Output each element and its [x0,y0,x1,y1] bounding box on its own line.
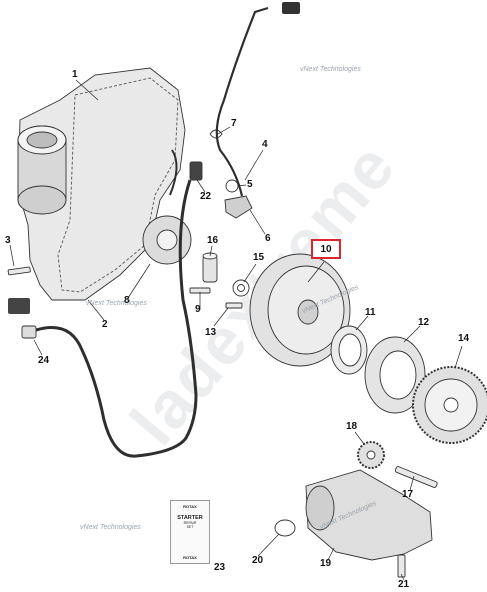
callout-22: 22 [200,191,212,202]
connector-top [282,2,300,14]
callout-9: 9 [195,304,201,315]
card-brand-bottom: ROTAX [183,555,197,560]
spacer-16 [202,255,218,283]
starter-repair-set-card: ROTAX STARTER REPAIR SET ROTAX [170,500,210,564]
bolt-21 [397,554,406,578]
card-brand: ROTAX [183,504,197,509]
washer-15-hole [237,284,245,292]
watermark-4: vNext Technologies [80,524,141,531]
sensor-22 [189,161,203,181]
callout-15: 15 [253,252,265,263]
callout-7: 7 [231,118,237,129]
sensor-6 [224,195,253,219]
callout-14: 14 [458,333,470,344]
bolt-3 [7,266,31,276]
bolt-13 [225,302,243,309]
idler-gear-18-hub [366,450,376,460]
callout-5: 5 [247,179,253,190]
hose-clamp-24 [21,325,37,339]
o-ring-5 [225,179,239,193]
callout-4: 4 [262,139,268,150]
callout-12: 12 [418,317,430,328]
o-ring-20 [274,519,296,537]
card-line-1: REPAIR [183,521,197,525]
gasket-outline [57,77,179,293]
callout-24: 24 [38,355,50,366]
callout-13: 13 [205,327,217,338]
callout-3: 3 [5,235,11,246]
flywheel-10-hub [297,299,319,325]
stator-center [156,229,178,251]
shaft-17 [394,466,438,488]
watermark-2: vNext Technologies [86,300,147,307]
callout-6: 6 [265,233,271,244]
ring-gear-14-hub [443,397,459,413]
callout-20: 20 [252,555,264,566]
callout-11: 11 [365,307,376,318]
starter-motor-19 [305,469,433,561]
callout-10-highlighted[interactable]: 10 [311,239,341,259]
wiring-harness [215,6,269,197]
breather-hose-24 [35,179,198,458]
callout-2: 2 [102,319,108,330]
callout-1: 1 [72,69,78,80]
card-line-2: SET [186,525,194,529]
cylinder-bore-1-bottom [17,185,67,215]
bearing-11-bore [338,333,362,367]
callout-19: 19 [320,558,332,569]
callout-17: 17 [402,489,414,500]
card-title: STARTER [177,515,203,521]
connector-2 [8,298,30,314]
cylinder-bore-inner [26,131,58,149]
callout-16: 16 [207,235,219,246]
callout-23: 23 [214,562,226,573]
callout-8: 8 [124,295,130,306]
sprag-ring-12-bore [379,350,417,400]
callout-18: 18 [346,421,358,432]
callout-21: 21 [398,579,410,590]
wire-to-stator [169,149,178,196]
starter-motor-19-end [305,485,335,531]
watermark-1: vNext Technologies [300,66,361,73]
